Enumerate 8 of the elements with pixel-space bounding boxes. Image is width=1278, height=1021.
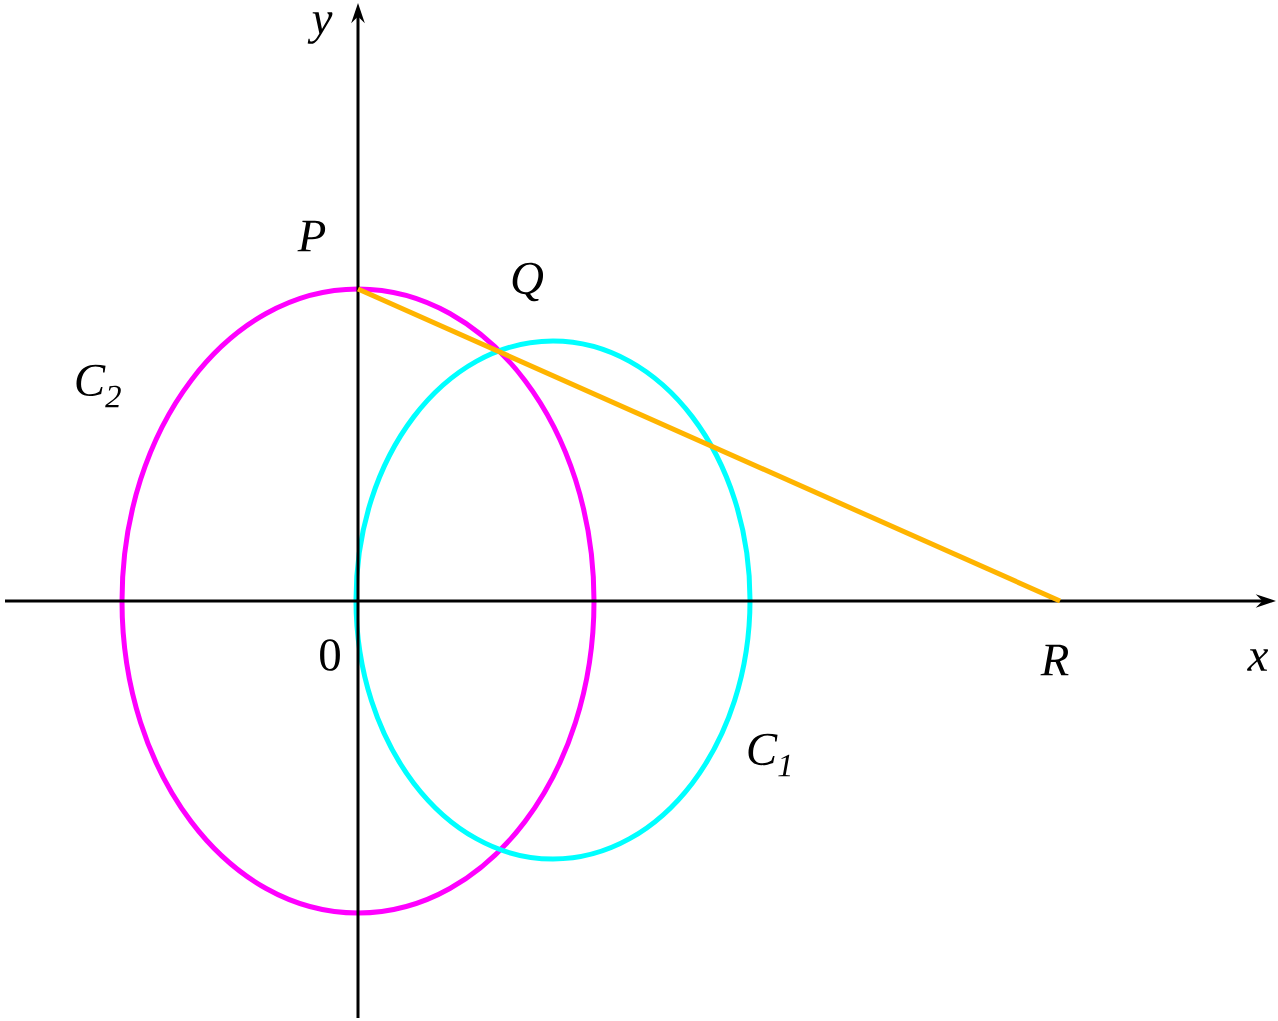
curve-label: C$_{2}$ (76, 364, 121, 408)
point-label: R (1040, 644, 1069, 676)
point-label: Q (512, 262, 544, 302)
axis-label: y (307, 12, 333, 44)
origin-label: 0 (320, 639, 340, 671)
curve-label: C$_{1}$ (748, 733, 790, 777)
point-label: P (297, 220, 326, 252)
axis-label: x (1247, 649, 1269, 671)
